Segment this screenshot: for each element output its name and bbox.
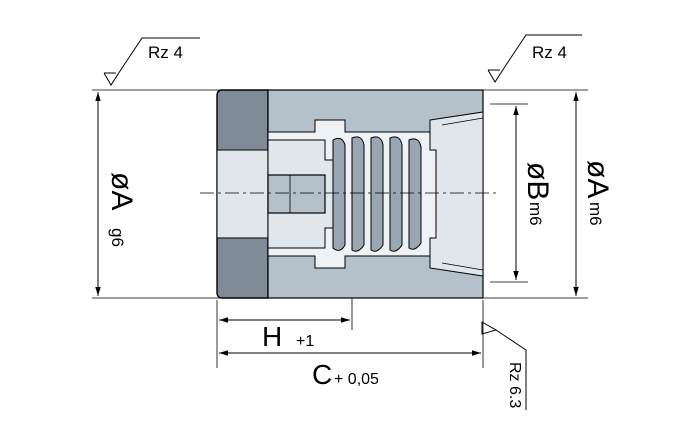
surface-symbol-bottom [481, 321, 527, 410]
dia-b-label: øB [521, 162, 554, 200]
conical-seat [429, 111, 484, 277]
rz-bottom-label: Rz 6.3 [506, 362, 523, 408]
c-tolerance: + 0,05 [334, 371, 379, 388]
surface-symbol-right [487, 34, 582, 83]
h-tolerance: +1 [296, 333, 314, 350]
rz-right-label: Rz 4 [532, 43, 567, 62]
compression-spring [332, 136, 422, 252]
dia-a-right-label: øA [581, 160, 614, 198]
seat-chamfer-lines [441, 117, 484, 271]
dia-a-right-tolerance: m6 [586, 202, 605, 226]
h-label: H [262, 321, 282, 352]
plunger-shaft [267, 174, 326, 214]
rz-left-label: Rz 4 [148, 43, 183, 62]
surface-symbol-left [103, 37, 200, 86]
dia-b-tolerance: m6 [526, 202, 545, 226]
cap-bore [216, 149, 269, 239]
dia-a-left-tolerance: g6 [108, 228, 127, 247]
c-label: C [312, 359, 332, 390]
dia-a-left-label: øA [105, 172, 138, 210]
